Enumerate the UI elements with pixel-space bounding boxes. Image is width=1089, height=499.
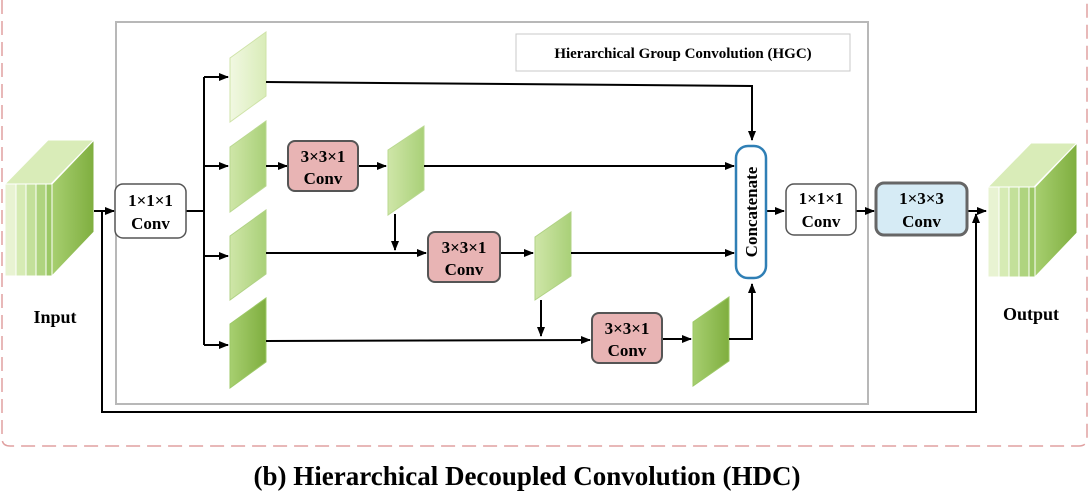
- feature-slab-5: [387, 125, 425, 216]
- conv-1x1x1-output-line2: Conv: [802, 212, 841, 231]
- feature-slab-3: [229, 209, 267, 301]
- connectors: [94, 73, 987, 413]
- feature-slab-1: [229, 31, 267, 123]
- conv-3x3x1-b-line2: Conv: [445, 260, 484, 279]
- feature-slab-4: [229, 297, 267, 389]
- conv-1x1x1-input-line2: Conv: [131, 214, 170, 233]
- conv-1x1x1-input-line1: 1×1×1: [128, 191, 173, 210]
- conv-3x3x1-a-line2: Conv: [304, 169, 343, 188]
- output-volume: [986, 141, 1079, 279]
- conv-1x1x1-output-line1: 1×1×1: [799, 189, 844, 208]
- concatenate-label: Concatenate: [742, 166, 761, 257]
- input-label: Input: [33, 307, 76, 327]
- input-volume: [3, 138, 96, 278]
- figure-caption: (b) Hierarchical Decoupled Convolution (…: [254, 461, 801, 491]
- conv-3x3x1-b: 3×3×1 Conv: [427, 231, 501, 283]
- feature-slab-2: [229, 120, 267, 213]
- conv-3x3x1-c: 3×3×1 Conv: [591, 312, 663, 364]
- conv-1x1x1-output: 1×1×1 Conv: [785, 183, 857, 236]
- feature-slab-7: [692, 296, 730, 387]
- conv-3x3x1-c-line2: Conv: [608, 341, 647, 360]
- conv-3x3x1-a-line1: 3×3×1: [301, 147, 346, 166]
- conv-1x3x3: 1×3×3 Conv: [874, 181, 969, 237]
- conv-1x3x3-line2: Conv: [902, 212, 941, 231]
- hgc-label: Hierarchical Group Convolution (HGC): [554, 46, 811, 62]
- conv-3x3x1-b-line1: 3×3×1: [442, 238, 487, 257]
- conv-3x3x1-a: 3×3×1 Conv: [287, 140, 359, 192]
- feature-slab-6: [534, 211, 572, 301]
- output-label: Output: [1003, 304, 1059, 324]
- hgc-label-box: [515, 33, 851, 72]
- concatenate-block: Concatenate: [734, 144, 768, 280]
- conv-1x1x1-input: 1×1×1 Conv: [114, 183, 187, 239]
- conv-3x3x1-c-line1: 3×3×1: [605, 319, 650, 338]
- conv-1x3x3-line1: 1×3×3: [899, 189, 944, 208]
